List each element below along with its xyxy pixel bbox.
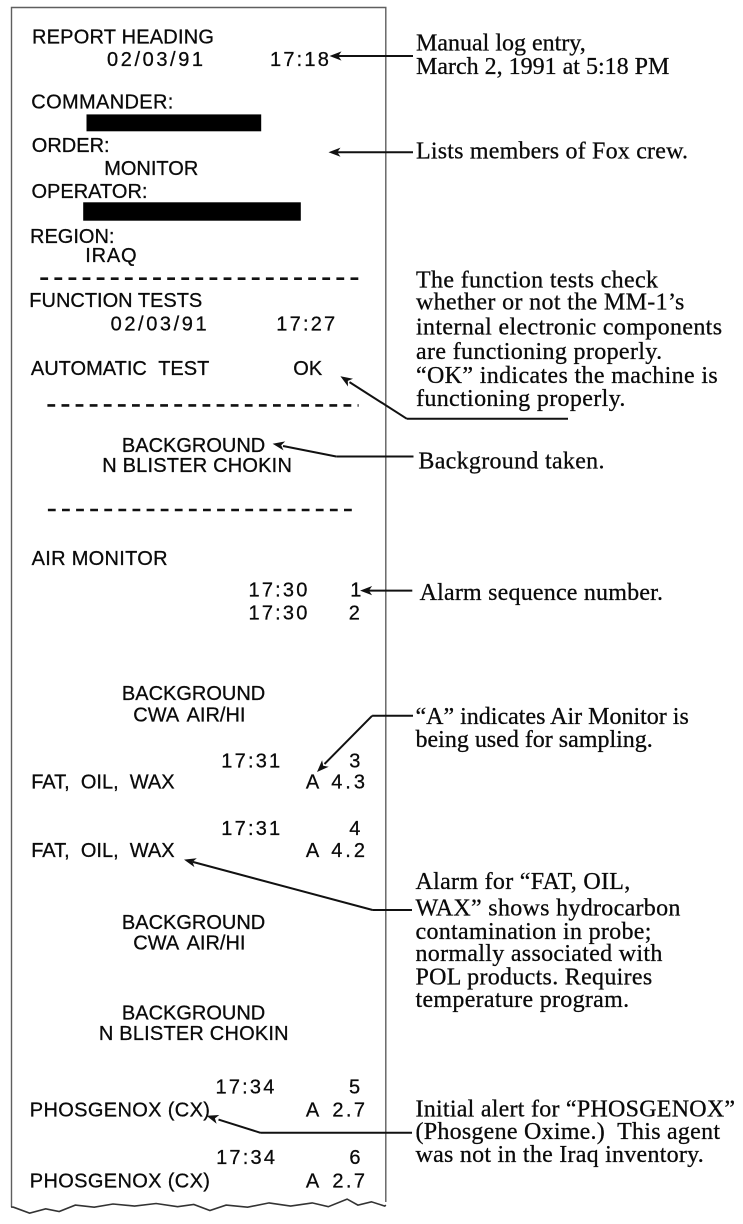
svg-text:A: A <box>306 1171 320 1193</box>
svg-text:CWA: CWA <box>133 705 180 727</box>
svg-text:3: 3 <box>349 750 360 772</box>
svg-text:N BLISTER CHOKIN: N BLISTER CHOKIN <box>99 1023 289 1045</box>
svg-text:Manual log entry,: Manual log entry, <box>416 30 586 56</box>
svg-text:CWA: CWA <box>133 932 180 954</box>
svg-text:A: A <box>306 840 320 862</box>
svg-text:The function tests check: The function tests check <box>416 267 658 293</box>
svg-text:Background taken.: Background taken. <box>418 449 604 475</box>
svg-text:2.7: 2.7 <box>332 1099 367 1121</box>
svg-text:OK: OK <box>293 358 323 380</box>
svg-text:AUTOMATIC: AUTOMATIC <box>31 358 147 380</box>
svg-text:AIR MONITOR: AIR MONITOR <box>32 548 168 570</box>
svg-text:March 2, 1991 at 5:18 PM: March 2, 1991 at 5:18 PM <box>416 54 669 80</box>
svg-text:17:31: 17:31 <box>221 818 282 840</box>
svg-text:ORDER:: ORDER: <box>32 135 110 157</box>
svg-text:OPERATOR:: OPERATOR: <box>32 181 148 203</box>
svg-text:“OK” indicates the machine is: “OK” indicates the machine is <box>416 363 718 389</box>
svg-text:2: 2 <box>349 603 360 625</box>
svg-text:AIR/HI: AIR/HI <box>187 932 246 954</box>
svg-text:“A” indicates Air Monitor is: “A” indicates Air Monitor is <box>416 704 689 730</box>
svg-text:TEST: TEST <box>158 358 209 380</box>
svg-text:17:34: 17:34 <box>216 1147 277 1169</box>
svg-text:COMMANDER:: COMMANDER: <box>31 92 173 114</box>
svg-text:whether or not the MM-1’s: whether or not the MM-1’s <box>416 290 685 316</box>
svg-text:A: A <box>306 772 320 794</box>
svg-text:functioning properly.: functioning properly. <box>416 386 626 412</box>
svg-text:Initial alert for “PHOSGENOX”: Initial alert for “PHOSGENOX” <box>416 1096 736 1122</box>
svg-text:4.2: 4.2 <box>331 840 368 862</box>
svg-text:BACKGROUND: BACKGROUND <box>122 683 265 705</box>
svg-text:PHOSGENOX (CX): PHOSGENOX (CX) <box>30 1171 210 1193</box>
svg-text:17:27: 17:27 <box>276 313 337 335</box>
svg-text:17:31: 17:31 <box>221 750 282 772</box>
svg-text:IRAQ: IRAQ <box>85 245 137 267</box>
svg-text:Alarm for “FAT, OIL,: Alarm for “FAT, OIL, <box>416 869 631 895</box>
svg-text:BACKGROUND: BACKGROUND <box>122 1003 265 1025</box>
svg-text:FAT, OIL, WAX: FAT, OIL, WAX <box>31 840 174 862</box>
svg-text:WAX” shows hydrocarbon: WAX” shows hydrocarbon <box>416 895 681 921</box>
svg-text:FAT, OIL, WAX: FAT, OIL, WAX <box>31 772 174 794</box>
svg-text:contamination in probe;: contamination in probe; <box>416 919 652 945</box>
svg-text:A: A <box>306 1099 320 1121</box>
svg-text:02/03/91: 02/03/91 <box>111 313 210 335</box>
svg-text:REPORT HEADING: REPORT HEADING <box>32 26 214 48</box>
svg-text:6: 6 <box>349 1147 360 1169</box>
svg-text:AIR/HI: AIR/HI <box>187 705 246 727</box>
svg-text:internal electronic components: internal electronic components <box>416 314 722 340</box>
svg-text:FUNCTION TESTS: FUNCTION TESTS <box>29 290 202 312</box>
svg-text:temperature program.: temperature program. <box>416 987 630 1013</box>
svg-text:Alarm sequence number.: Alarm sequence number. <box>420 580 664 606</box>
svg-text:17:30: 17:30 <box>249 603 310 625</box>
svg-text:POL products. Requires: POL products. Requires <box>416 964 653 990</box>
svg-text:PHOSGENOX (CX): PHOSGENOX (CX) <box>30 1099 210 1121</box>
svg-text:are functioning properly.: are functioning properly. <box>416 339 662 365</box>
svg-text:1: 1 <box>350 580 361 602</box>
svg-text:being used for sampling.: being used for sampling. <box>416 727 653 753</box>
svg-text:was not in the Iraq inventory.: was not in the Iraq inventory. <box>416 1142 705 1168</box>
svg-text:N BLISTER CHOKIN: N BLISTER CHOKIN <box>102 455 292 477</box>
svg-text:2.7: 2.7 <box>332 1171 367 1193</box>
svg-text:4.3: 4.3 <box>331 772 368 794</box>
svg-text:4: 4 <box>349 818 360 840</box>
svg-text:17:18: 17:18 <box>270 49 331 71</box>
svg-text:normally associated with: normally associated with <box>416 941 663 967</box>
svg-text:17:34: 17:34 <box>216 1077 277 1099</box>
svg-text:BACKGROUND: BACKGROUND <box>122 435 265 457</box>
svg-text:Lists members of Fox crew.: Lists members of Fox crew. <box>416 139 688 165</box>
svg-text:MONITOR: MONITOR <box>104 158 198 180</box>
svg-text:17:30: 17:30 <box>249 580 310 602</box>
svg-text:REGION:: REGION: <box>30 226 114 248</box>
svg-text:BACKGROUND: BACKGROUND <box>122 912 265 934</box>
svg-text:5: 5 <box>349 1077 360 1099</box>
svg-text:02/03/91: 02/03/91 <box>107 49 206 71</box>
svg-text:(Phosgene Oxime.) This agent: (Phosgene Oxime.) This agent <box>416 1119 721 1145</box>
